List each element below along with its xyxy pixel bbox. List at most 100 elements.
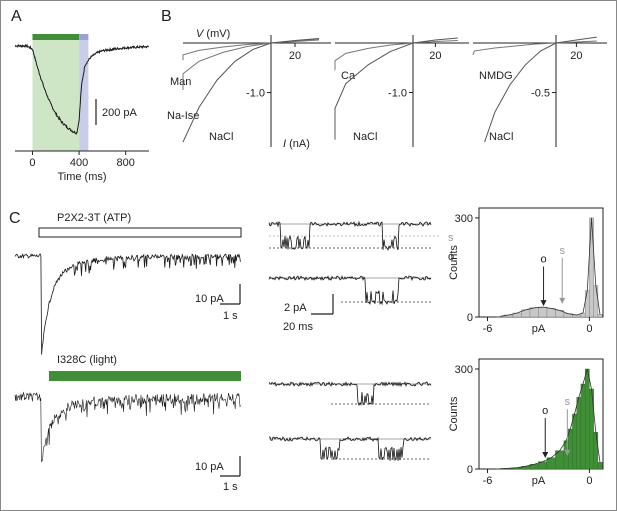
iv-curve-nacl <box>334 37 458 140</box>
marker-arrowhead <box>559 297 566 304</box>
series-label-na-ise: Na-Ise <box>167 110 199 122</box>
stimulus-shade-green <box>32 40 80 151</box>
histogram-bar <box>529 307 539 318</box>
histogram-bar <box>593 285 599 318</box>
x-tick-label: 0 <box>29 157 35 169</box>
x-tick-label: 400 <box>70 157 88 169</box>
atp-application-bar <box>38 227 242 238</box>
y-tick-label: 300 <box>455 364 473 376</box>
stimulus-shade-blue <box>79 40 89 151</box>
light-scale-time-label: 1 s <box>223 481 238 493</box>
histogram-bar <box>597 462 603 470</box>
v-axis-label: V (mV) <box>196 28 230 40</box>
zoom-scale-time-label: 20 ms <box>283 321 313 333</box>
single-channel-zoom <box>268 220 441 462</box>
x-axis-label: pA <box>532 323 546 335</box>
current-trace <box>14 43 149 136</box>
i-tick-label: -0.5 <box>531 88 550 100</box>
y-tick-label: 0 <box>467 312 473 324</box>
histogram-bar <box>589 217 594 318</box>
single-channel-trace <box>268 381 432 407</box>
level-s-label: s <box>448 232 454 244</box>
y-axis-label: Counts <box>448 396 460 431</box>
series-label-man: Man <box>170 76 191 88</box>
series-label-nacl: NaCl <box>489 131 513 143</box>
histogram-fit <box>500 217 601 317</box>
histogram-bar <box>538 306 548 318</box>
light-trace-title: I328C (light) <box>57 354 117 366</box>
y-tick-label: 0 <box>467 464 473 476</box>
v-tick-label: 20 <box>429 50 441 62</box>
series-label-nmdg: NMDG <box>479 70 513 82</box>
marker-arrowhead <box>542 452 549 458</box>
i-axis-label: I (nA) <box>283 138 310 150</box>
histogram-bar <box>584 290 590 318</box>
histogram-fit <box>500 368 601 470</box>
i-tick-label: -1.0 <box>246 88 265 100</box>
stimulus-bar-green <box>32 34 80 40</box>
y-tick-label: 300 <box>455 213 473 225</box>
series-label-nacl: NaCl <box>353 131 377 143</box>
single-channel-trace <box>268 220 432 251</box>
panel-label-c: C <box>9 210 21 227</box>
histogram-bar <box>584 368 590 470</box>
iv-curve-nacl <box>484 36 597 143</box>
x-tick-label: -6 <box>483 323 493 335</box>
single-channel-trace <box>268 275 432 306</box>
iv-plot-b3: 20 -0.5 NMDG NaCl <box>472 35 607 147</box>
zoom-trace-row <box>268 436 431 462</box>
histogram-bar <box>593 432 599 470</box>
marker-label-s: s <box>565 396 571 408</box>
series-label-nacl: NaCl <box>209 131 233 143</box>
marker-arrowhead <box>540 300 547 307</box>
marker-label-o: o <box>540 254 546 266</box>
i-tick-label: -1.0 <box>388 88 407 100</box>
single-channel-trace <box>268 436 431 462</box>
atp-trace-title: P2X2-3T (ATP) <box>57 212 131 224</box>
atp-current-trace <box>14 253 241 355</box>
x-ticks: 0 400 800 <box>29 151 135 169</box>
marker-label-s: s <box>559 245 565 257</box>
histogram-bar <box>597 314 603 318</box>
v-tick-label: 20 <box>570 50 582 62</box>
histogram-bar <box>567 428 573 470</box>
level-o-label: o <box>448 251 454 263</box>
zoom-trace-row <box>268 381 432 407</box>
marker-label-o: o <box>542 405 548 417</box>
panel-label-a: A <box>11 8 22 25</box>
iv-curve-nacl <box>182 38 320 143</box>
series-label-ca: Ca <box>341 70 356 82</box>
histogram-bar <box>580 383 586 470</box>
atp-scale-current-label: 10 pA <box>195 293 224 305</box>
y-axis-label: Counts <box>448 245 460 280</box>
histogram-bar <box>576 397 582 470</box>
x-axis-label: Time (ms) <box>57 171 106 183</box>
x-tick-label: 800 <box>117 157 135 169</box>
light-current-trace <box>14 391 241 463</box>
iv-curve-nmdg <box>472 40 597 56</box>
panel-c: P2X2-3T (ATP) 10 pA 1 s I328C (light) 10… <box>14 207 604 493</box>
marker-arrowhead <box>564 449 571 456</box>
x-tick-label: -6 <box>483 475 493 487</box>
iv-curve-ca <box>334 40 458 71</box>
light-scale-current-label: 10 pA <box>195 461 224 473</box>
histogram-light: -6 0 0 300 pA Counts o s <box>448 358 604 487</box>
x-axis-label: pA <box>532 475 546 487</box>
zoom-trace-row <box>268 275 432 306</box>
v-tick-label: 20 <box>289 50 301 62</box>
zoom-trace-row <box>268 220 441 251</box>
atp-scale-time-label: 1 s <box>223 310 238 322</box>
histogram-bar <box>546 308 556 318</box>
zoom-scale-current-label: 2 pA <box>284 302 307 314</box>
scale-bar-current-label: 200 pA <box>102 107 138 119</box>
iv-curve-na-ise <box>182 38 320 90</box>
x-tick-label: 0 <box>586 475 592 487</box>
histogram-bar <box>572 413 577 470</box>
panel-label-b: B <box>161 8 172 25</box>
